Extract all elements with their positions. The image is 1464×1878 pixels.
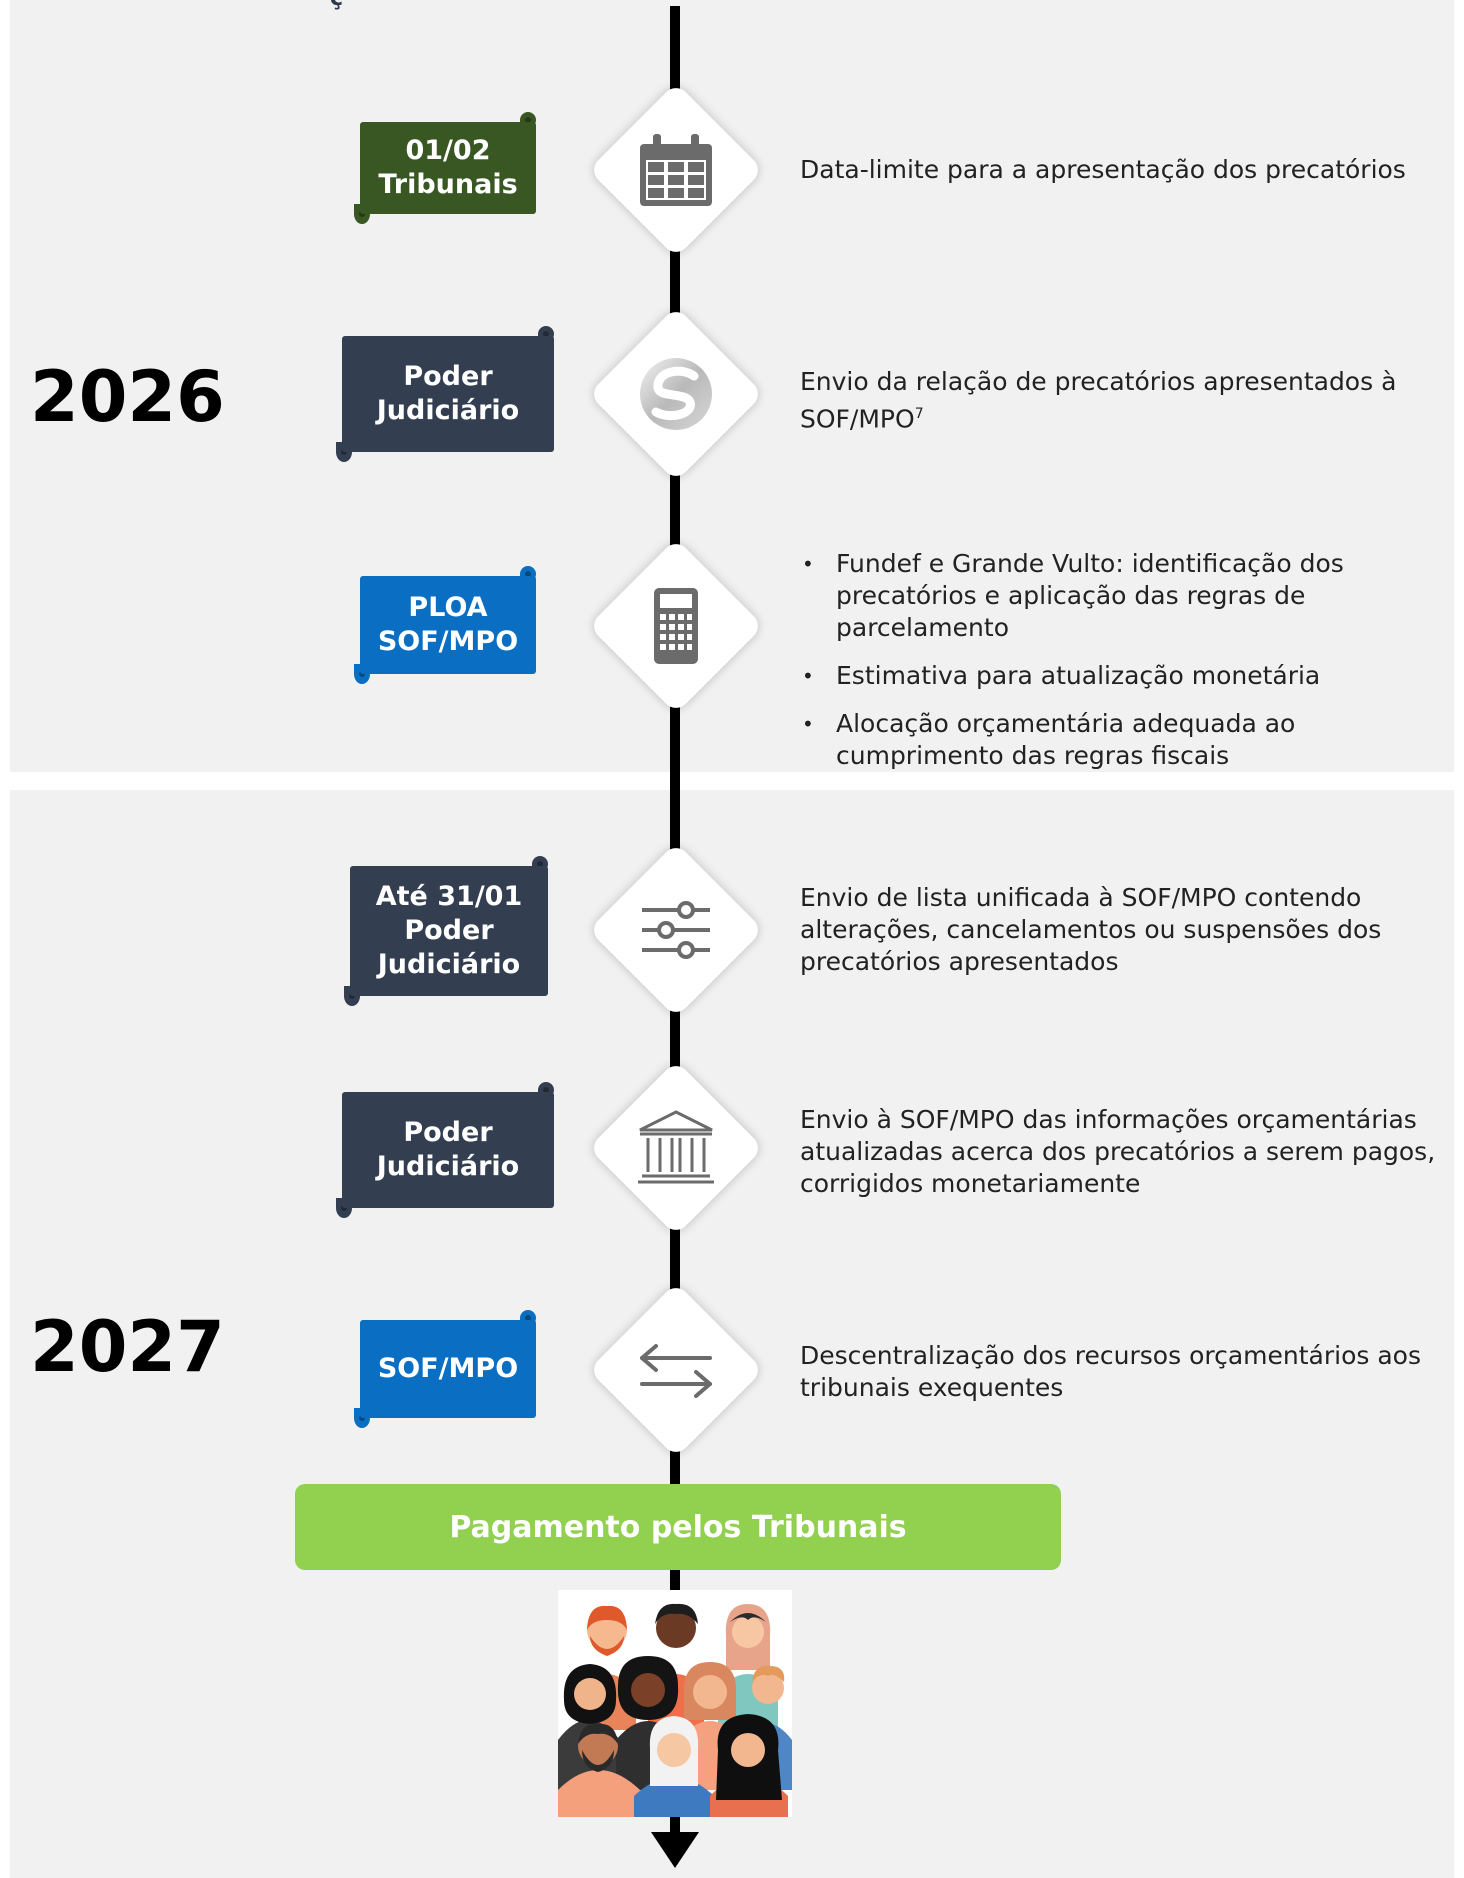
banner-poder-judiciario-1: Poder Judiciário [336, 326, 554, 462]
banner-poder-judiciario-2: Poder Judiciário [336, 1082, 554, 1218]
siop-logo-icon [640, 358, 712, 430]
banner-line: Judiciário [376, 1151, 520, 1182]
step-1-description: Data-limite para a apresentação dos prec… [800, 155, 1406, 184]
step-5-description: Envio à SOF/MPO das informações orçament… [800, 1105, 1436, 1198]
step-3-diamond [588, 538, 764, 714]
banner-line: Poder [404, 915, 494, 946]
payment-banner: Pagamento pelos Tribunais [295, 1484, 1061, 1570]
bullet-item: Estimativa para atualização monetária [800, 660, 1450, 692]
timeline-arrow-head [651, 1832, 699, 1868]
banner-line: Poder [403, 1117, 493, 1148]
banner-line: SOF/MPO [377, 1353, 519, 1384]
banner-line: Judiciário [377, 949, 521, 980]
step-2-description-text: Envio da relação de precatórios apresent… [800, 367, 1397, 434]
top-cut-text: ç [330, 0, 343, 11]
step-5-diamond [588, 1060, 764, 1236]
banner-line: PLOA [408, 592, 488, 623]
bullet-item: Fundef e Grande Vulto: identificação dos… [800, 548, 1450, 644]
banner-line: Poder [403, 361, 493, 392]
year-2027-label: 2027 [30, 1306, 225, 1388]
banner-ploa-sof-mpo: PLOA SOF/MPO [354, 566, 536, 684]
bullet-item: Alocação orçamentária adequada ao cumpri… [800, 708, 1450, 772]
step-4-diamond [588, 842, 764, 1018]
step-4-description: Envio de lista unificada à SOF/MPO conte… [800, 883, 1382, 976]
banner-line: Até 31/01 [375, 881, 523, 912]
sliders-icon [642, 901, 710, 959]
banner-line: Tribunais [378, 169, 518, 200]
banner-line: SOF/MPO [377, 626, 519, 657]
step-1-diamond [588, 82, 764, 258]
calendar-icon [640, 134, 712, 206]
banner-line: Judiciário [376, 395, 520, 426]
banner-sof-mpo: SOF/MPO [354, 1310, 536, 1428]
banner-tribunais-0102: 01/02 Tribunais [354, 112, 536, 224]
step-6-diamond [588, 1282, 764, 1458]
footnote-marker: 7 [914, 406, 924, 422]
calculator-icon [654, 588, 698, 664]
year-2026-label: 2026 [30, 356, 225, 438]
group-of-people-illustration [558, 1590, 792, 1817]
step-3-bullets: Fundef e Grande Vulto: identificação dos… [800, 548, 1450, 788]
transfer-arrows-icon [640, 1344, 712, 1398]
step-6-description: Descentralização dos recursos orçamentár… [800, 1341, 1421, 1402]
banner-ate-3101-poder-judiciario: Até 31/01 Poder Judiciário [344, 856, 548, 1006]
bank-building-icon [638, 1110, 714, 1184]
banner-line: 01/02 [405, 135, 491, 166]
step-2-description: Envio da relação de precatórios apresent… [800, 366, 1440, 435]
step-2-diamond [588, 306, 764, 482]
